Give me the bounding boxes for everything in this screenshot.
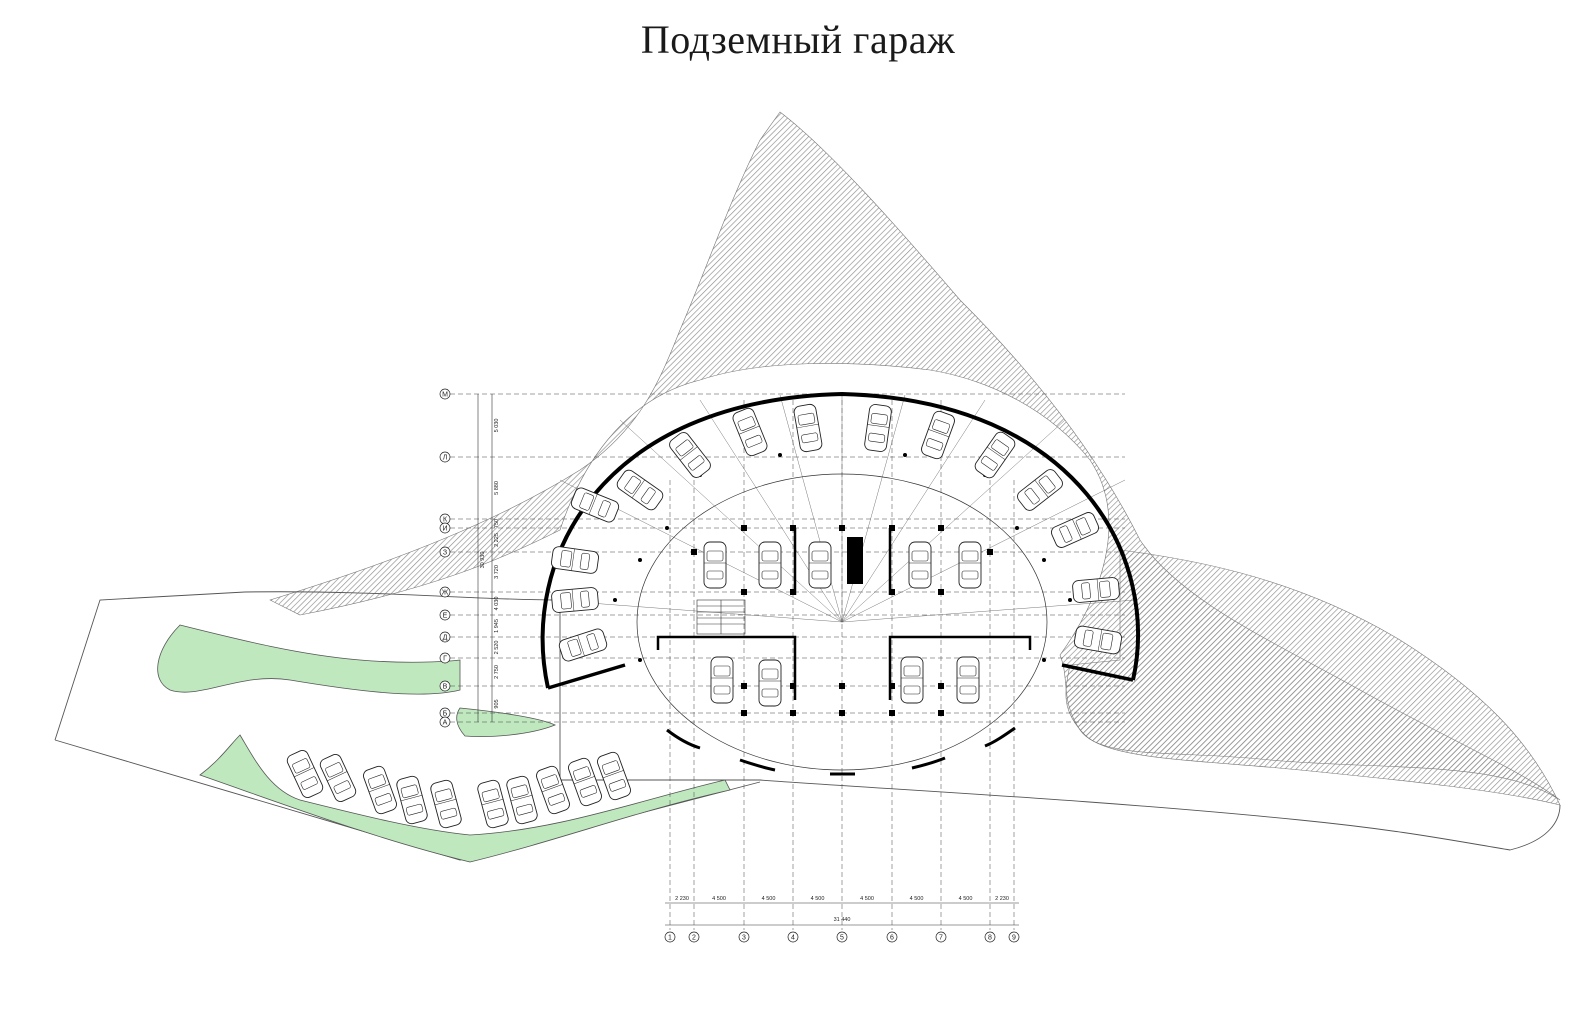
column-label: 1 xyxy=(668,935,672,942)
column-label: 2 xyxy=(692,935,696,942)
column-label: 6 xyxy=(890,935,894,942)
column-marker-5: 6 xyxy=(886,931,898,943)
row-label: Е xyxy=(443,612,448,619)
row-dim-6: 1 945 xyxy=(494,619,500,633)
row-label: Л xyxy=(443,454,448,461)
internal-walls xyxy=(656,528,1032,700)
radial-parking xyxy=(550,402,1124,664)
lawn-north xyxy=(157,624,461,695)
inner-parking xyxy=(703,541,982,707)
column-marker-3: 4 xyxy=(787,931,799,943)
column-total-dim: 31 440 xyxy=(834,917,851,923)
column-dim-4: 4 500 xyxy=(860,896,874,902)
column-axis-markers: 1 2 3 4 5 6 7 8 9 xyxy=(664,931,1020,943)
row-dim-5: 4 030 xyxy=(494,597,500,611)
row-dim-1: 5 880 xyxy=(494,481,500,495)
row-total-dim: 30 930 xyxy=(480,552,486,569)
row-dim-0: 5 030 xyxy=(494,419,500,433)
drawing-title: Подземный гараж xyxy=(640,17,956,62)
outer-wall-return-left xyxy=(547,663,626,690)
lawn-small xyxy=(456,707,557,737)
row-label: Б xyxy=(443,710,448,717)
row-dim-8: 2 750 xyxy=(494,665,500,679)
row-dimensions: 5 030 5 880 750 2 225 3 720 4 030 1 945 2 520 2 … xyxy=(494,419,500,709)
row-label: Д xyxy=(443,634,448,641)
row-dim-3: 2 225 xyxy=(494,533,500,547)
row-marker-9: В xyxy=(439,680,451,692)
row-label: В xyxy=(443,683,448,690)
inner-ring-road xyxy=(636,473,1048,771)
outer-wall xyxy=(540,391,1141,689)
row-label: Г xyxy=(443,655,447,662)
column-marker-7: 8 xyxy=(984,931,996,943)
terrain-slope-east xyxy=(1065,549,1561,806)
elevator-shaft xyxy=(847,537,863,584)
column-marker-2: 3 xyxy=(738,931,750,943)
column-dim-2: 4 500 xyxy=(762,896,776,902)
dimension-lines xyxy=(477,394,1019,926)
column-label: 7 xyxy=(939,935,943,942)
column-label: 8 xyxy=(988,935,992,942)
row-axis-markers: М Л КИ З Ж Е Д Г В БА xyxy=(439,388,451,728)
row-marker-4: З xyxy=(439,546,451,558)
south-wall-segments xyxy=(666,726,1016,776)
row-marker-8: Г xyxy=(439,652,451,664)
row-dim-9: 905 xyxy=(494,699,500,708)
row-label: Ж xyxy=(442,589,449,596)
column-label: 4 xyxy=(791,935,795,942)
outer-wall-return-right xyxy=(1061,663,1134,682)
column-marker-4: 5 xyxy=(836,931,848,943)
lawn-south xyxy=(199,734,731,863)
row-label: З xyxy=(443,549,447,556)
column-marker-8: 9 xyxy=(1008,931,1020,943)
row-marker-6: Е xyxy=(439,609,451,621)
row-marker-1: Л xyxy=(439,451,451,463)
column-label: 3 xyxy=(742,935,746,942)
column-dim-3: 4 500 xyxy=(811,896,825,902)
column-marker-0: 1 xyxy=(664,931,676,943)
row-dim-7: 2 520 xyxy=(494,641,500,655)
row-label: К xyxy=(443,516,448,523)
column-dimensions: 2 230 4 500 4 500 4 500 4 500 4 500 4 500 2 230 xyxy=(675,896,1009,902)
row-marker-5: Ж xyxy=(439,586,451,598)
row-dim-2: 750 xyxy=(494,519,500,528)
column-dim-1: 4 500 xyxy=(712,896,726,902)
grid-lines xyxy=(450,393,1125,930)
row-label: А xyxy=(443,719,448,726)
row-marker-3: И xyxy=(439,522,451,534)
column-label: 9 xyxy=(1012,935,1016,942)
row-marker-2: К xyxy=(439,513,451,525)
column-dim-5: 4 500 xyxy=(910,896,924,902)
stair xyxy=(696,599,746,635)
row-marker-7: Д xyxy=(439,631,451,643)
row-label: И xyxy=(442,525,447,532)
column-dim-0: 2 230 xyxy=(675,896,689,902)
column-marker-1: 2 xyxy=(688,931,700,943)
row-dim-4: 3 720 xyxy=(494,565,500,579)
column-marker-6: 7 xyxy=(935,931,947,943)
row-marker-10: Б xyxy=(439,707,451,719)
column-label: 5 xyxy=(840,935,844,942)
row-marker-11: А xyxy=(439,716,451,728)
column-dim-6: 4 500 xyxy=(959,896,973,902)
row-marker-0: М xyxy=(439,388,451,400)
row-label: М xyxy=(442,391,448,398)
radial-lines xyxy=(549,394,1136,623)
structural-columns xyxy=(613,453,1072,716)
column-dim-7: 2 230 xyxy=(995,896,1009,902)
